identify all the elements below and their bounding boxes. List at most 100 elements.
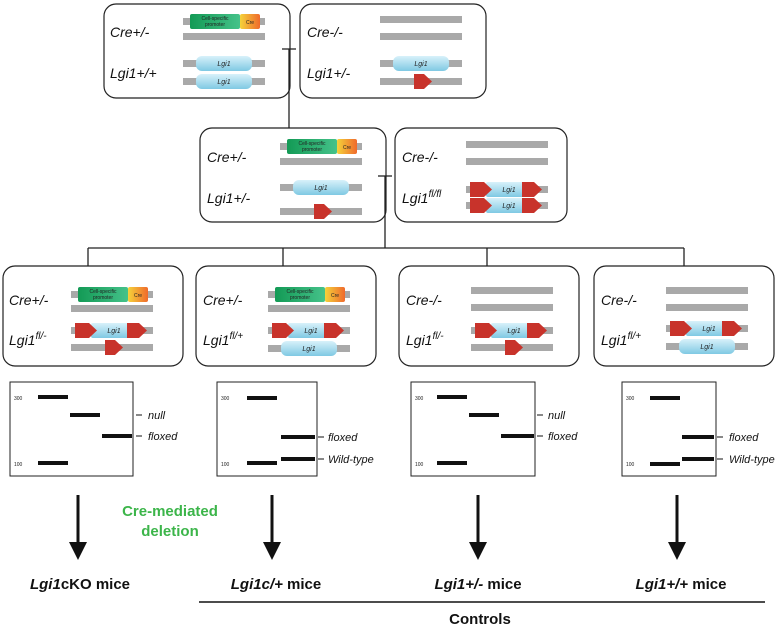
band-label-floxed: floxed (328, 432, 358, 444)
cross-symbol (282, 48, 296, 128)
chromosome-bar (268, 305, 350, 312)
gel-band (682, 435, 714, 439)
outcome-label-het: Lgi1+/- mice (434, 576, 521, 593)
svg-text:300: 300 (415, 396, 424, 402)
svg-text:Cell-specific: Cell-specific (287, 289, 314, 295)
offspring-box-cko: Cre+/- Cell-specific promoter Cre Lgi1fl… (2, 265, 184, 367)
parent-box-cre-neg-lgi1-het: Cre-/- Lgi1+/- Lgi1 (299, 3, 487, 99)
wt-allele: Lgi1 (666, 339, 748, 354)
cross-tree-lines (87, 175, 685, 266)
outcome-arrows (69, 495, 686, 560)
chromosome-bar (466, 141, 548, 148)
svg-text:Lgi1: Lgi1 (217, 79, 230, 86)
chromosome-bar (183, 33, 265, 40)
genotype-label-lgi1-flnull: Lgi1fl/- (406, 331, 444, 348)
genotype-label-cre-neg: Cre-/- (406, 292, 442, 308)
svg-text:Cell-specific: Cell-specific (90, 289, 117, 295)
genotype-label-lgi1-het: Lgi1+/- (307, 65, 351, 81)
genotype-label-lgi1-het: Lgi1+/- (207, 190, 251, 206)
wt-allele: Lgi1 (183, 56, 265, 71)
gel-c-plus: 300 100 floxed Wild-type (216, 381, 374, 477)
svg-text:Cre: Cre (343, 145, 351, 151)
floxed-allele: Lgi1 (268, 323, 350, 338)
svg-text:deletion: deletion (141, 523, 199, 540)
chromosome-bar (466, 158, 548, 165)
svg-text:Cre: Cre (331, 293, 339, 299)
band-label-wildtype: Wild-type (729, 454, 775, 466)
genotype-label-lgi1-wt: Lgi1+/+ (110, 65, 157, 81)
svg-text:Cre: Cre (246, 20, 254, 26)
band-label-floxed: floxed (548, 431, 578, 443)
genotype-label-cre-pos: Cre+/- (9, 292, 49, 308)
chromosome-bar (71, 305, 153, 312)
outcome-label-cko: Lgi1cKO mice (30, 576, 130, 593)
svg-text:Lgi1: Lgi1 (507, 328, 520, 335)
offspring-box-het: Cre-/- Lgi1fl/- Lgi1 (398, 265, 580, 367)
svg-text:Cre: Cre (134, 293, 142, 299)
outcome-label-wt: Lgi1+/+ mice (636, 576, 727, 593)
genotype-label-cre-pos: Cre+/- (207, 149, 247, 165)
gel-band (70, 413, 100, 417)
gel-band (469, 413, 499, 417)
cre-allele-construct: Cell-specific promoter Cre (268, 287, 350, 302)
gel-band (247, 396, 277, 400)
gel-het: 300 100 null floxed (410, 381, 578, 477)
cre-allele-construct: Cell-specific promoter Cre (280, 139, 362, 154)
chromosome-bar (666, 287, 748, 294)
floxed-allele: Lgi1 (471, 323, 553, 338)
chromosome-bar (280, 158, 362, 165)
gel-band (682, 457, 714, 461)
marker-100: 100 (14, 462, 23, 468)
chromosome-bar (666, 304, 748, 311)
svg-text:Lgi1: Lgi1 (217, 61, 230, 68)
band-label-null: null (548, 410, 566, 422)
svg-text:100: 100 (415, 462, 424, 468)
floxed-allele: Lgi1 (666, 321, 748, 336)
outcome-label-c-plus: Lgi1c/+ mice (231, 576, 321, 593)
genotype-label-cre-pos: Cre+/- (110, 24, 150, 40)
genotype-label-lgi1-flnull: Lgi1fl/- (9, 331, 47, 348)
gel-band (38, 461, 68, 465)
svg-text:promoter: promoter (290, 295, 310, 301)
cre-mediated-deletion-annotation: Cre-mediated deletion (122, 503, 218, 540)
svg-text:Lgi1: Lgi1 (702, 326, 715, 333)
offspring-box-c-plus: Cre+/- Cell-specific promoter Cre Lgi1fl… (195, 265, 377, 367)
svg-text:promoter: promoter (93, 295, 113, 301)
wt-allele: Lgi1 (268, 341, 350, 356)
chromosome-bar (380, 16, 462, 23)
gel-band (281, 435, 315, 439)
svg-text:Lgi1: Lgi1 (302, 346, 315, 353)
gel-band (501, 434, 534, 438)
floxed-allele: Lgi1 (466, 198, 548, 213)
genotype-label-lgi1-flwt: Lgi1fl/+ (601, 331, 641, 348)
controls-label: Controls (449, 611, 511, 628)
genotype-label-cre-pos: Cre+/- (203, 292, 243, 308)
gel-band (102, 434, 132, 438)
genotype-label-lgi1-flfl: Lgi1fl/fl (402, 189, 442, 206)
svg-text:Lgi1: Lgi1 (304, 328, 317, 335)
gel-band (437, 461, 467, 465)
svg-text:Cell-specific: Cell-specific (202, 16, 229, 22)
parent-box-cre-neg-lgi1-flfl: Cre-/- Lgi1fl/fl Lgi1 Lgi1 (394, 127, 568, 223)
band-label-null: null (148, 410, 166, 422)
cre-allele-construct: Cell-specific promoter Cre (71, 287, 153, 302)
chromosome-bar (380, 33, 462, 40)
gel-band (437, 395, 467, 399)
genotype-label-lgi1-flwt: Lgi1fl/+ (203, 331, 243, 348)
band-label-floxed: floxed (729, 432, 759, 444)
wt-allele: Lgi1 (280, 180, 362, 195)
gel-band (38, 395, 68, 399)
band-label-floxed: floxed (148, 431, 178, 443)
gel-band (247, 461, 277, 465)
chromosome-bar (471, 304, 553, 311)
gel-band (650, 462, 680, 466)
svg-text:Cre-mediated: Cre-mediated (122, 503, 218, 520)
genotype-label-cre-neg: Cre-/- (402, 149, 438, 165)
band-label-wildtype: Wild-type (328, 454, 374, 466)
gel-band (650, 396, 680, 400)
svg-text:Lgi1: Lgi1 (502, 187, 515, 194)
floxed-allele: Lgi1 (71, 323, 153, 338)
gel-cko: 300 100 null floxed (9, 381, 178, 477)
gel-band (281, 457, 315, 461)
